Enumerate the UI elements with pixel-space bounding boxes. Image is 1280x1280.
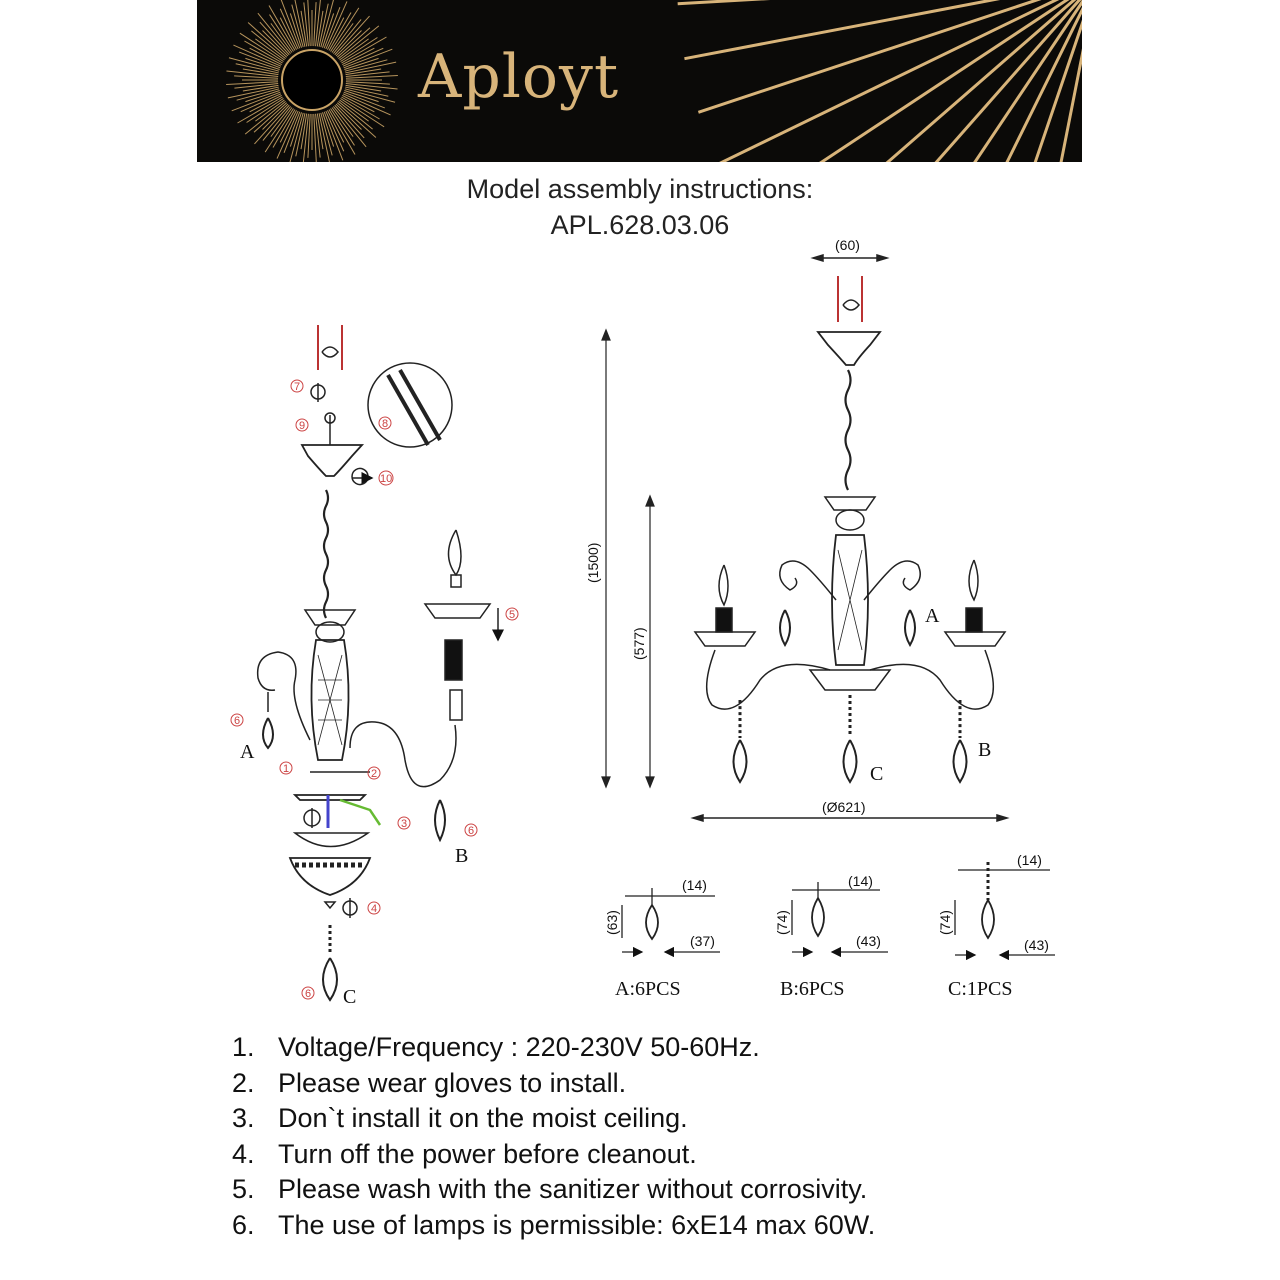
step-3-label: 3 (401, 818, 407, 830)
pendant-a-height: (63) (604, 910, 620, 935)
pendant-b-count: B:6PCS (780, 978, 844, 1000)
step-9-label: 9 (299, 420, 305, 432)
pendant-a-length: (37) (690, 933, 715, 949)
part-b-label: B (455, 845, 468, 867)
pendant-c-count: C:1PCS (948, 978, 1012, 1000)
diameter-dimension: (Ø621) (822, 799, 866, 815)
spec-item: 4.Turn off the power before cleanout. (232, 1138, 697, 1169)
assembled-part-a-label: A (925, 605, 940, 627)
step-6a-label: 6 (234, 715, 240, 727)
spec-item: 6.The use of lamps is permissible: 6xE14… (232, 1209, 876, 1240)
pendant-c-detail (954, 862, 1055, 961)
specifications-list: 1.Voltage/Frequency : 220-230V 50-60Hz. … (232, 1030, 875, 1243)
exploded-assembly-view (256, 325, 504, 1002)
sunburst-logo-graphic (226, 0, 1082, 162)
model-number: APL.628.03.06 (550, 210, 730, 240)
pendant-c-length: (43) (1024, 937, 1049, 953)
pendant-b-width: (14) (848, 873, 873, 889)
step-8-label: 8 (382, 418, 388, 430)
step-10-label: 10 (380, 473, 392, 485)
spec-item: 1.Voltage/Frequency : 220-230V 50-60Hz. (232, 1032, 760, 1062)
pendant-a-count: A:6PCS (615, 978, 681, 1000)
step-7-label: 7 (294, 381, 300, 393)
pendant-a-detail (621, 888, 720, 958)
step-6b-label: 6 (468, 825, 474, 837)
assembly-drawing: 7 9 8 10 5 6 1 2 3 6 4 6 A B C (1500) (5… (230, 237, 1055, 1008)
total-height-dimension: (1500) (585, 543, 601, 583)
spec-item: 5.Please wash with the sanitizer without… (232, 1174, 868, 1204)
pendant-c-width: (14) (1017, 852, 1042, 868)
step-markers: 7 9 8 10 5 6 1 2 3 6 4 6 (230, 379, 519, 1000)
assembled-part-b-label: B (978, 739, 991, 761)
pendant-b-length: (43) (856, 933, 881, 949)
assembled-part-c-label: C (870, 763, 883, 785)
step-1-label: 1 (283, 763, 289, 775)
pendant-c-height: (74) (937, 910, 953, 935)
step-2-label: 2 (371, 768, 377, 780)
height-dimension-lines (601, 328, 655, 789)
sun-icon (281, 49, 343, 111)
step-6c-label: 6 (305, 988, 311, 1000)
step-5-label: 5 (509, 609, 515, 621)
part-a-label: A (240, 741, 255, 763)
pendant-b-detail (791, 882, 888, 958)
top-width-dimension: (60) (835, 237, 860, 253)
body-height-dimension: (577) (631, 627, 647, 660)
assembled-view (690, 253, 1010, 823)
pendant-b-height: (74) (774, 910, 790, 935)
part-c-label: C (343, 986, 356, 1008)
spec-item: 2.Please wear gloves to install. (232, 1067, 627, 1098)
pendant-a-width: (14) (682, 877, 707, 893)
brand-banner: Aployt (197, 0, 1082, 162)
brand-name: Aployt (418, 42, 620, 112)
step-4-label: 4 (371, 903, 377, 915)
document-title: Model assembly instructions: (466, 174, 814, 204)
spec-item: 3.Don`t install it on the moist ceiling. (232, 1103, 688, 1133)
